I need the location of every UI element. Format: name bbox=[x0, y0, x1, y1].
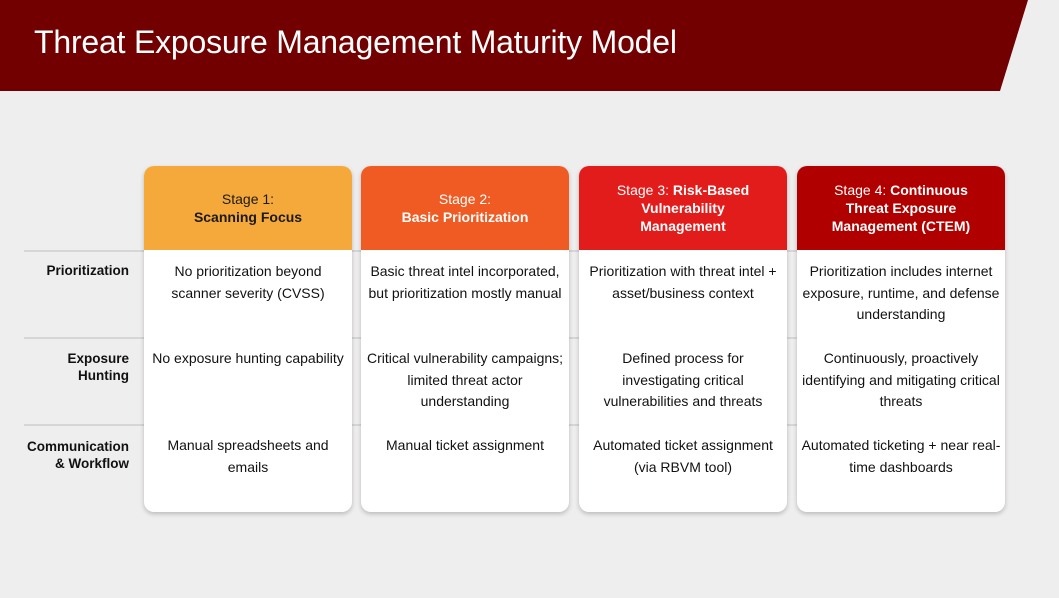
stage-1-name: Scanning Focus bbox=[193, 209, 303, 225]
banner-shape bbox=[0, 0, 1028, 91]
stage-2-exposure-hunting: Critical vulnerability campaigns; limite… bbox=[366, 350, 564, 409]
stage-3-name: Risk-Based Vulnerability Management bbox=[640, 182, 750, 234]
row-label-prioritization: Prioritization bbox=[46, 263, 129, 278]
stage-4-card: Stage 4: Continuous Threat Exposure Mana… bbox=[797, 166, 1005, 512]
stage-4-prioritization: Prioritization includes internet exposur… bbox=[802, 263, 1000, 322]
stage-3-number: Stage 3: bbox=[616, 182, 669, 198]
stage-3-header: Stage 3: Risk-Based Vulnerability Manage… bbox=[579, 166, 787, 250]
stage-2-name: Basic Prioritization bbox=[401, 209, 529, 225]
stage-4-title: Stage 4: Continuous Threat Exposure Mana… bbox=[819, 181, 983, 235]
stage-1-card: Stage 1: Scanning Focus No prioritizatio… bbox=[144, 166, 352, 512]
stage-3-exposure-hunting: Defined process for investigating critic… bbox=[603, 350, 763, 409]
stage-1-header: Stage 1: Scanning Focus bbox=[144, 166, 352, 250]
stage-4-name: Continuous Threat Exposure Management (C… bbox=[831, 182, 971, 234]
stage-2-header: Stage 2: Basic Prioritization bbox=[361, 166, 569, 250]
stage-2-prioritization: Basic threat intel incorporated, but pri… bbox=[368, 263, 562, 301]
stage-1-number: Stage 1: bbox=[221, 191, 275, 207]
stage-4-communication: Automated ticketing + near real-time das… bbox=[801, 437, 1001, 475]
stage-2-number: Stage 2: bbox=[438, 191, 492, 207]
stage-3-title: Stage 3: Risk-Based Vulnerability Manage… bbox=[601, 181, 765, 235]
row-label-communication-workflow: Communication & Workflow bbox=[26, 439, 129, 471]
stage-2-card: Stage 2: Basic Prioritization Basic thre… bbox=[361, 166, 569, 512]
stage-4-header: Stage 4: Continuous Threat Exposure Mana… bbox=[797, 166, 1005, 250]
stage-2-communication: Manual ticket assignment bbox=[386, 437, 544, 453]
stage-1-exposure-hunting: No exposure hunting capability bbox=[152, 350, 344, 366]
stage-1-communication: Manual spreadsheets and emails bbox=[167, 437, 329, 475]
title-banner: Threat Exposure Management Maturity Mode… bbox=[0, 0, 1059, 91]
stage-3-communication: Automated ticket assignment (via RBVM to… bbox=[593, 437, 773, 475]
page-title: Threat Exposure Management Maturity Mode… bbox=[34, 24, 677, 60]
stage-4-number: Stage 4: bbox=[834, 182, 887, 198]
row-label-exposure-hunting: Exposure Hunting bbox=[67, 351, 129, 383]
stage-4-exposure-hunting: Continuously, proactively identifying an… bbox=[802, 350, 1000, 409]
stage-3-prioritization: Prioritization with threat intel + asset… bbox=[589, 263, 777, 301]
stage-1-prioritization: No prioritization beyond scanner severit… bbox=[171, 263, 325, 301]
stage-3-card: Stage 3: Risk-Based Vulnerability Manage… bbox=[579, 166, 787, 512]
